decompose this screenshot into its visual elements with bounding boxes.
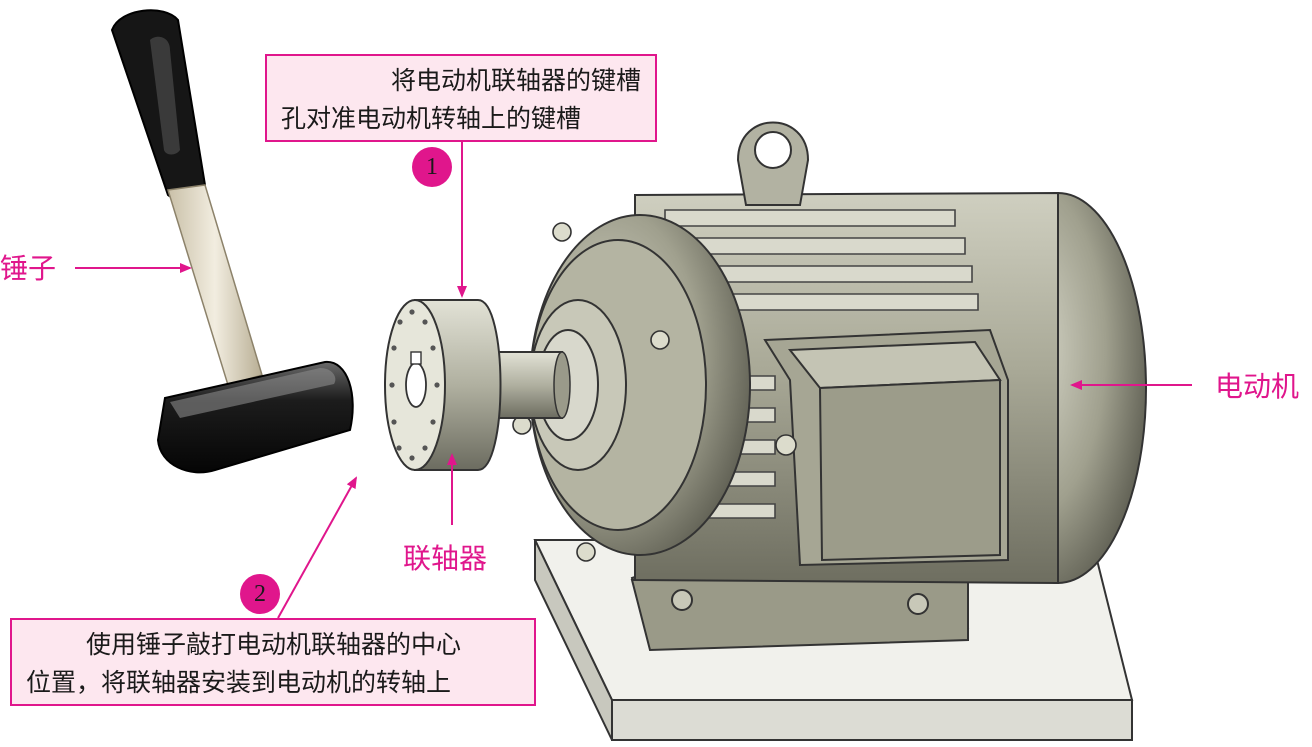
motor-illustration <box>497 121 1147 652</box>
coupling-label: 联轴器 <box>403 542 488 575</box>
hammer-label: 锤子 <box>0 252 57 285</box>
annotation-arrows <box>75 140 1192 619</box>
step1-line2: 孔对准电动机转轴上的键槽 <box>281 104 582 133</box>
cooling-fins <box>664 209 979 519</box>
step2-line1: 使用锤子敲打电动机联轴器的中心 <box>86 630 462 659</box>
step1-badge: 1 <box>412 147 452 187</box>
step2-arrow <box>277 476 357 619</box>
coupling-illustration <box>384 299 502 471</box>
hammer-illustration <box>110 9 354 474</box>
step2-line2: 位置，将联轴器安装到电动机的转轴上 <box>26 668 452 697</box>
hammer-handle <box>167 184 263 386</box>
step2-callout: 使用锤子敲打电动机联轴器的中心 位置，将联轴器安装到电动机的转轴上 <box>10 618 536 706</box>
step1-callout: 将电动机联轴器的键槽 孔对准电动机转轴上的键槽 <box>265 54 657 142</box>
motor-shaft <box>497 351 563 419</box>
step1-line1: 将电动机联轴器的键槽 <box>390 66 641 95</box>
motor-label: 电动机 <box>1215 370 1300 403</box>
step2-badge: 2 <box>240 574 280 614</box>
terminal-box <box>763 328 1009 567</box>
